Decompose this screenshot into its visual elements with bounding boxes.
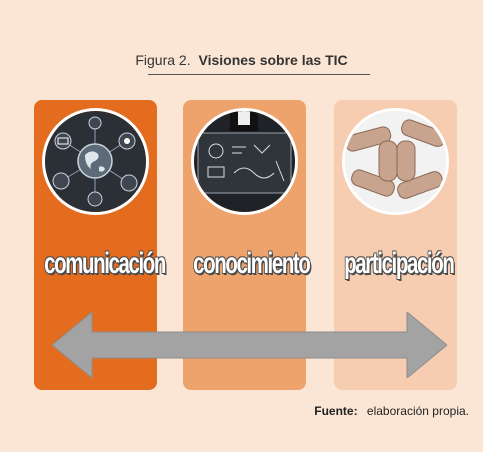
- source-text: elaboración propia.: [366, 404, 469, 418]
- figure-caption: Figura 2. Visiones sobre las TIC: [0, 52, 483, 68]
- joined-hands-icon: [342, 108, 449, 215]
- source-note: Fuente: elaboración propia.: [314, 404, 469, 418]
- word-participacion: participación: [344, 247, 455, 280]
- double-arrow-icon: [52, 312, 447, 378]
- word-conocimiento: conocimiento: [193, 247, 311, 280]
- caption-underline: [148, 74, 370, 75]
- figure-label: Figura 2.: [135, 52, 191, 68]
- panel-comunicacion: comunicación: [34, 100, 166, 390]
- knowledge-board-icon: [191, 108, 298, 215]
- network-globe-icon: [42, 108, 149, 215]
- figure-title: Visiones sobre las TIC: [198, 52, 348, 68]
- source-label: Fuente:: [314, 404, 358, 418]
- word-comunicacion: comunicación: [44, 247, 166, 280]
